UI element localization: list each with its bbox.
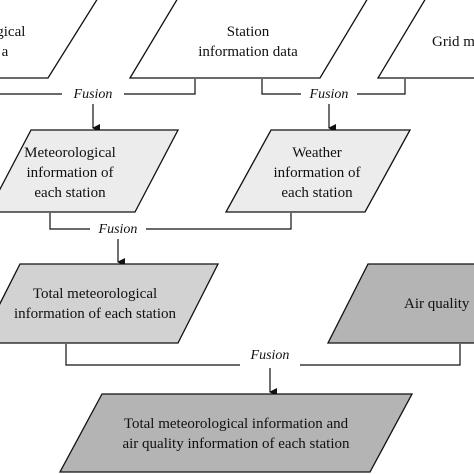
meteorological-station-label-1: Meteorological: [24, 145, 116, 161]
fusion-4-connector-left: [65, 344, 240, 366]
meteorological-data-label-1: logical: [0, 24, 25, 40]
final-combined-node: [58, 393, 414, 473]
meteorological-station-node: [0, 129, 180, 213]
fusion-1-connector-right: [124, 79, 196, 95]
station-information-data-label-1: Station: [227, 24, 270, 40]
fusion-3-connector-right: [146, 213, 292, 230]
weather-station-label-2: information of: [273, 165, 360, 181]
fusion-1-label: Fusion: [73, 87, 113, 102]
air-quality-node: [326, 263, 474, 344]
weather-station-label-1: Weather: [292, 145, 342, 161]
air-quality-label: Air quality: [404, 296, 470, 312]
final-combined-label-1: Total meteorological information and: [124, 416, 349, 432]
weather-station-label-3: each station: [281, 185, 353, 201]
fusion-3-label: Fusion: [98, 222, 138, 237]
total-meteorological-node: [0, 263, 220, 344]
grid-data-label: Grid m: [432, 34, 474, 50]
fusion-2-connector-right: [357, 79, 406, 95]
fusion-4-label: Fusion: [250, 348, 290, 363]
weather-station-node: [224, 129, 412, 213]
meteorological-station-label-2: information of: [26, 165, 113, 181]
meteorological-data-label-2: a: [2, 44, 9, 60]
total-meteorological-label-2: information of each station: [14, 306, 177, 322]
fusion-2-label: Fusion: [309, 87, 349, 102]
fusion-3-connector-left: [49, 213, 90, 230]
fusion-2-connector-left: [261, 79, 301, 95]
fusion-4-connector-right: [300, 344, 461, 366]
station-information-data-label-2: information data: [198, 44, 298, 60]
total-meteorological-label-1: Total meteorological: [33, 286, 157, 302]
meteorological-station-label-3: each station: [34, 185, 106, 201]
final-combined-label-2: air quality information of each station: [122, 436, 350, 452]
meteorological-data-node: [0, 0, 98, 79]
grid-data-node: [376, 0, 474, 79]
station-information-data-node: [128, 0, 368, 79]
